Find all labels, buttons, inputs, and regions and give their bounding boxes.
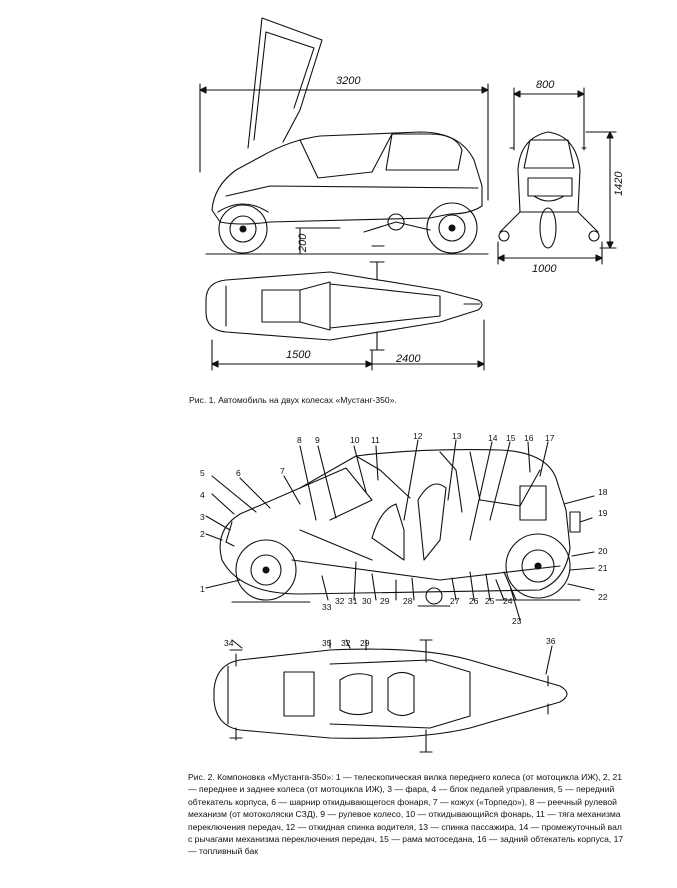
callout: 27: [450, 596, 460, 606]
callout: 16: [524, 433, 534, 443]
fig2-callouts: 8 9 10 11 12 13 14 15 16 17 5 6 7 4 3 2 …: [200, 431, 608, 648]
dim-width: 800: [536, 79, 555, 91]
fig1-dimension-labels: 3200 800 1420 200 1000 1500 2400: [286, 75, 625, 365]
dim-wheelbase: 1500: [286, 349, 311, 361]
callout: 33: [322, 602, 332, 612]
callout: 7: [280, 466, 285, 476]
callout: 29: [360, 638, 370, 648]
fig2-plan-view: [213, 639, 568, 753]
figure2-caption: Рис. 2. Компоновка «Мустанга-350»: 1 — т…: [188, 772, 624, 857]
dim-overall-length: 2400: [395, 353, 421, 365]
dim-clearance: 200: [297, 233, 309, 253]
callout: 36: [546, 636, 556, 646]
callout: 30: [362, 596, 372, 606]
callout: 32: [341, 638, 351, 648]
fig1-plan-view: [205, 261, 485, 371]
callout: 31: [348, 596, 358, 606]
fig1-front-view: [497, 87, 617, 265]
callout: 29: [380, 596, 390, 606]
callout: 19: [598, 508, 608, 518]
dim-track: 1000: [532, 263, 557, 275]
dim-height: 1420: [613, 171, 625, 196]
callout: 26: [469, 596, 479, 606]
callout: 17: [545, 433, 555, 443]
callout: 8: [297, 435, 302, 445]
callout: 28: [403, 596, 413, 606]
callout: 35: [322, 638, 332, 648]
fig1-side-view: [199, 17, 489, 255]
fig2-side-cutaway: [205, 439, 595, 621]
dim-length: 3200: [336, 75, 361, 87]
callout: 25: [485, 596, 495, 606]
callout: 1: [200, 584, 205, 594]
callout: 24: [503, 596, 513, 606]
callout: 5: [200, 468, 205, 478]
callout: 34: [224, 638, 234, 648]
callout: 20: [598, 546, 608, 556]
callout: 2: [200, 529, 205, 539]
callout: 18: [598, 487, 608, 497]
callout: 32: [335, 596, 345, 606]
callout: 12: [413, 431, 423, 441]
callout: 22: [598, 592, 608, 602]
callout: 13: [452, 431, 462, 441]
callout: 10: [350, 435, 360, 445]
callout: 3: [200, 512, 205, 522]
figure1-caption: Рис. 1. Автомобиль на двух колесах «Муст…: [189, 395, 397, 405]
callout: 9: [315, 435, 320, 445]
callout: 6: [236, 468, 241, 478]
callout: 11: [371, 435, 380, 445]
callout: 4: [200, 490, 205, 500]
callout: 15: [506, 433, 516, 443]
callout: 21: [598, 563, 608, 573]
callout: 23: [512, 616, 522, 626]
callout: 14: [488, 433, 498, 443]
